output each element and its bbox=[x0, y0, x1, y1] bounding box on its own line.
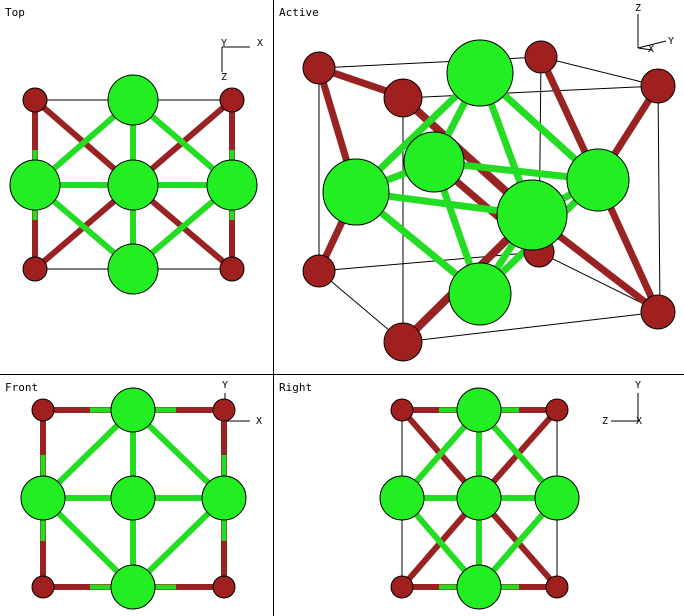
atom-red[interactable] bbox=[31, 398, 55, 422]
atom-green[interactable] bbox=[322, 158, 390, 226]
viewport-label-active: Active bbox=[279, 6, 319, 19]
axis-gizmo-active: Z Y X bbox=[635, 3, 674, 55]
atom-red[interactable] bbox=[390, 398, 414, 422]
atom-green[interactable] bbox=[403, 131, 465, 193]
axis-gizmo-right: Y Z X bbox=[602, 380, 642, 427]
viewport-label-top: Top bbox=[5, 6, 25, 19]
atom-red[interactable] bbox=[383, 322, 423, 362]
active-view-canvas: Z Y X bbox=[302, 3, 676, 362]
atom-red[interactable] bbox=[22, 87, 48, 113]
atom-green[interactable] bbox=[566, 148, 630, 212]
atom-red[interactable] bbox=[390, 575, 414, 599]
atom-red[interactable] bbox=[219, 256, 245, 282]
atom-red[interactable] bbox=[524, 40, 558, 74]
viewport-right[interactable]: Right Y Z X bbox=[274, 375, 684, 616]
atom-red[interactable] bbox=[219, 87, 245, 113]
viewport-top[interactable]: Top Y X Z bbox=[0, 0, 273, 374]
atom-green[interactable] bbox=[110, 387, 156, 433]
atom-green[interactable] bbox=[20, 475, 66, 521]
atoms bbox=[379, 387, 580, 610]
viewport-divider-horizontal[interactable] bbox=[0, 374, 684, 375]
axis-label-x: X bbox=[257, 38, 263, 49]
atom-green[interactable] bbox=[456, 564, 502, 610]
atom-green[interactable] bbox=[110, 564, 156, 610]
axis-label-y: Y bbox=[222, 380, 228, 391]
atom-green[interactable] bbox=[107, 159, 159, 211]
top-view-canvas: Y X Z bbox=[9, 38, 263, 295]
axis-label-y: Y bbox=[635, 380, 641, 391]
atom-green[interactable] bbox=[107, 243, 159, 295]
atom-green[interactable] bbox=[496, 179, 568, 251]
axis-label-z: Z bbox=[602, 416, 608, 427]
axis-label-y: Y bbox=[221, 38, 227, 49]
atom-red[interactable] bbox=[212, 398, 236, 422]
atom-green[interactable] bbox=[110, 475, 156, 521]
atom-red[interactable] bbox=[302, 254, 336, 288]
axis-gizmo-top: Y X Z bbox=[221, 38, 263, 83]
atom-red[interactable] bbox=[640, 294, 676, 330]
atom-green[interactable] bbox=[456, 475, 502, 521]
axis-label-z: Z bbox=[635, 3, 641, 14]
atoms bbox=[302, 39, 676, 362]
atom-red[interactable] bbox=[640, 68, 676, 104]
viewport-divider-vertical[interactable] bbox=[273, 0, 274, 616]
atom-green[interactable] bbox=[448, 262, 512, 326]
atom-green[interactable] bbox=[107, 74, 159, 126]
atom-green[interactable] bbox=[456, 387, 502, 433]
axis-label-x: X bbox=[648, 44, 654, 55]
atom-red[interactable] bbox=[22, 256, 48, 282]
atom-green[interactable] bbox=[9, 159, 61, 211]
right-view-canvas: Y Z X bbox=[379, 380, 642, 610]
atom-green[interactable] bbox=[206, 159, 258, 211]
axis-label-y: Y bbox=[668, 36, 674, 47]
atom-red[interactable] bbox=[212, 575, 236, 599]
viewport-label-front: Front bbox=[5, 381, 39, 394]
atoms bbox=[9, 74, 258, 295]
front-view-canvas: Y X bbox=[20, 380, 262, 610]
viewport-front[interactable]: Front Y X bbox=[0, 375, 273, 616]
axis-label-x: X bbox=[636, 416, 642, 427]
atom-green[interactable] bbox=[446, 39, 514, 107]
atom-red[interactable] bbox=[545, 398, 569, 422]
atom-green[interactable] bbox=[201, 475, 247, 521]
atom-red[interactable] bbox=[545, 575, 569, 599]
atom-red[interactable] bbox=[383, 78, 423, 118]
axis-label-x: X bbox=[256, 416, 262, 427]
atom-green[interactable] bbox=[534, 475, 580, 521]
axis-label-z: Z bbox=[221, 72, 227, 83]
atom-red[interactable] bbox=[31, 575, 55, 599]
atom-red[interactable] bbox=[302, 51, 336, 85]
viewport-active[interactable]: Active Z Y X bbox=[274, 0, 684, 374]
viewport-label-right: Right bbox=[279, 381, 313, 394]
atom-green[interactable] bbox=[379, 475, 425, 521]
atoms bbox=[20, 387, 247, 610]
